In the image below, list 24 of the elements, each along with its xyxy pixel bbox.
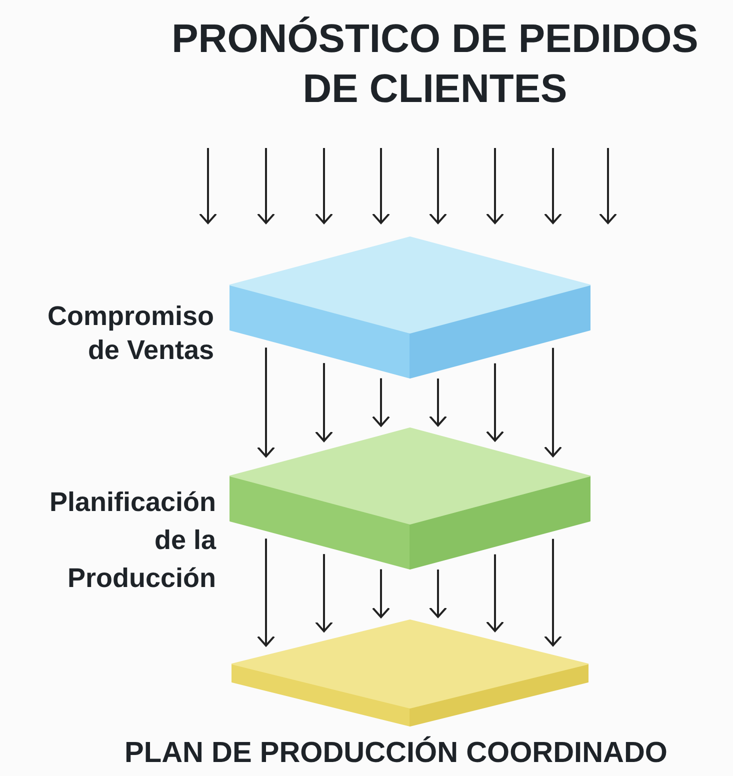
layer-label: Planificación de la Producción [48,486,216,595]
arrow [372,148,390,224]
arrow [486,363,504,442]
arrow [429,378,447,426]
title: PRONÓSTICO DE PEDIDOS DE CLIENTES [170,16,700,113]
arrow [257,538,275,647]
arrow [372,569,390,618]
result-heading: PLAN DE PRODUCCIÓN COORDINADO [124,736,668,770]
arrow [257,348,275,458]
arrow [315,554,333,632]
arrow [544,538,562,646]
arrow [429,148,447,224]
arrow [544,348,562,458]
arrow [315,148,333,224]
arrow [257,148,275,224]
arrow [486,148,504,224]
arrow [544,148,562,224]
arrow [315,363,333,442]
arrow [372,378,390,427]
arrow [599,148,617,224]
arrow [486,554,504,632]
arrow [199,148,217,224]
arrow [429,570,447,618]
layer-label: Compromiso de Ventas [46,300,214,367]
